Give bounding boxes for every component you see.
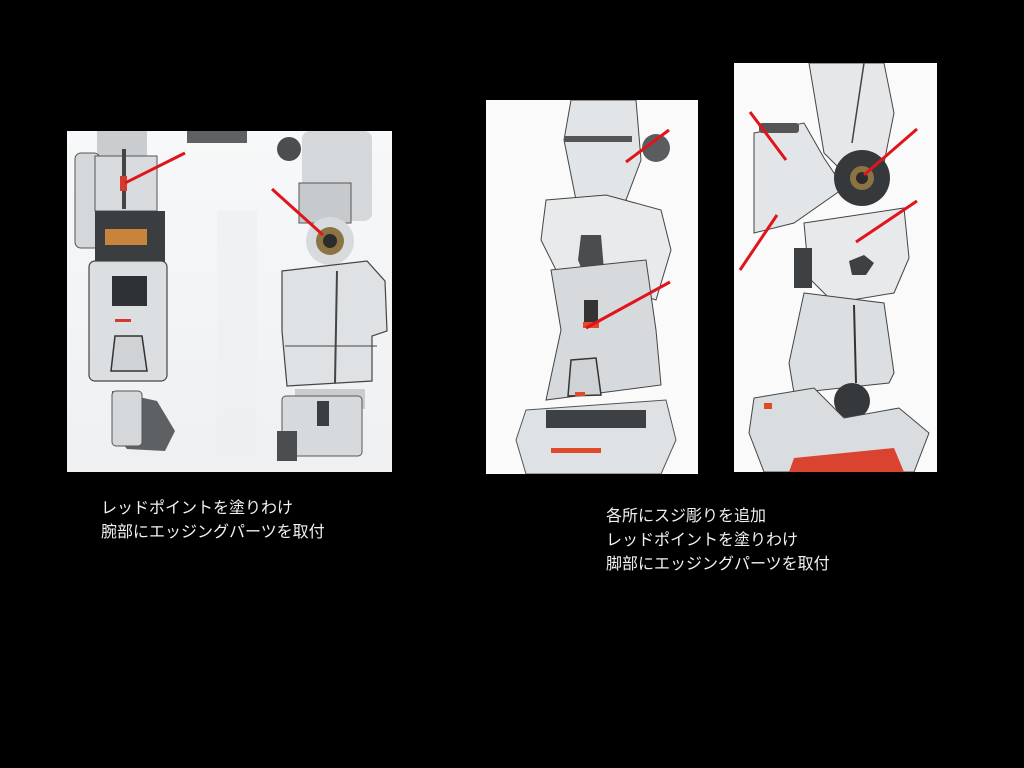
annotation-line <box>863 127 918 177</box>
leg-side-illustration <box>734 63 937 472</box>
caption-line: レッドポイントを塗りわけ <box>606 530 799 549</box>
annotation-line <box>585 280 671 330</box>
caption-line: 腕部にエッジングパーツを取付 <box>101 522 325 541</box>
arm-photo <box>67 131 392 472</box>
leg-front-photo <box>486 100 698 474</box>
leg-front-illustration <box>486 100 698 474</box>
annotation-line <box>748 111 788 161</box>
caption-line: レッドポイントを塗りわけ <box>101 498 294 517</box>
right-forearm <box>187 131 388 461</box>
leg-front <box>515 100 677 474</box>
annotation-line <box>124 151 186 185</box>
caption-line: 各所にスジ彫りを追加 <box>606 506 767 525</box>
annotation-line <box>738 214 779 271</box>
leg-side-photo <box>734 63 937 472</box>
left-forearm <box>74 131 175 451</box>
arm-caption: レッドポイントを塗りわけ 腕部にエッジングパーツを取付 <box>101 496 325 544</box>
caption-line: 脚部にエッジングパーツを取付 <box>606 554 830 573</box>
leg-caption: 各所にスジ彫りを追加 レッドポイントを塗りわけ 脚部にエッジングパーツを取付 <box>606 504 830 576</box>
arm-parts-illustration <box>67 131 392 472</box>
annotation-line <box>270 187 325 237</box>
leg-side <box>748 63 930 472</box>
annotation-line <box>855 199 918 244</box>
annotation-line <box>625 128 670 164</box>
